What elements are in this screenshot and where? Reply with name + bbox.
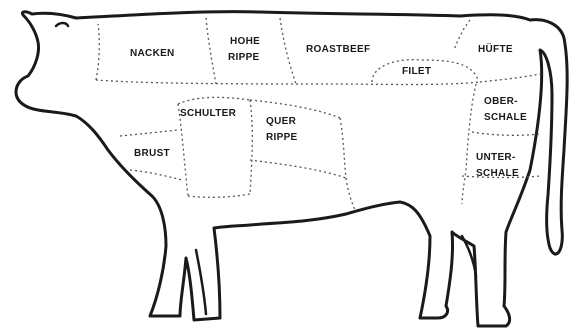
label-unterschale-line2: SCHALE (476, 168, 519, 179)
label-nacken: NACKEN (130, 48, 175, 59)
label-huefte: HÜFTE (478, 42, 513, 55)
label-schulter: SCHULTER (180, 108, 237, 119)
label-brust: BRUST (134, 148, 170, 159)
label-hohe-rippe-line2: RIPPE (228, 52, 260, 63)
label-oberschale-line1: OBER- (484, 96, 518, 107)
label-roastbeef: ROASTBEEF (306, 44, 370, 55)
label-unterschale-line1: UNTER- (476, 152, 516, 163)
belly-detail (196, 250, 206, 314)
horn-mark (56, 23, 68, 26)
label-hohe-rippe-line1: HOHE (230, 36, 260, 47)
label-filet: FILET (402, 66, 431, 77)
label-oberschale-line2: SCHALE (484, 112, 527, 123)
cut-labels: NACKEN HOHE RIPPE ROASTBEEF FILET HÜFTE … (130, 36, 527, 179)
label-quer-rippe-line1: QUER (266, 116, 297, 127)
label-quer-rippe-line2: RIPPE (266, 132, 298, 143)
